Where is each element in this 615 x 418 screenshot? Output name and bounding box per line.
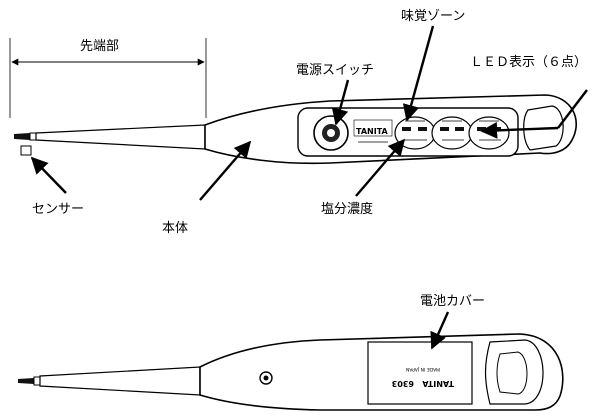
label-battery-cover: 電池カバー	[420, 294, 485, 309]
label-power-switch: 電源スイッチ	[296, 63, 374, 78]
arrow-led-display	[557, 89, 588, 129]
led-1	[402, 127, 411, 131]
bottom-screw-center	[263, 375, 269, 381]
probe-tip	[14, 133, 30, 140]
label-sensor: センサー	[32, 202, 84, 217]
battery-brand: TANITA	[421, 379, 454, 388]
panel-brand-strip	[353, 119, 393, 137]
led-2	[418, 127, 427, 131]
led-4	[455, 127, 464, 131]
power-switch-center	[327, 129, 335, 137]
pointer-arrows	[30, 25, 588, 201]
zone-oval-3	[468, 116, 510, 150]
panel-brand: TANITA	[356, 127, 389, 136]
battery-cover[interactable]	[367, 341, 473, 405]
battery-cover-print: TANITA 6303 MADE IN JAPAN	[392, 366, 454, 388]
device-bottom-view: TANITA 6303 MADE IN JAPAN	[18, 333, 564, 411]
zone-oval-2	[431, 116, 473, 150]
arrow-sensor	[30, 156, 67, 194]
arrow-led-display-2	[480, 122, 559, 139]
label-body: 本体	[162, 221, 188, 236]
arrow-body	[199, 140, 252, 201]
bottom-loop-hole	[496, 351, 528, 395]
led-3	[440, 127, 449, 131]
arrow-power-switch	[331, 79, 350, 126]
label-salt-concentration: 塩分濃度	[321, 201, 373, 217]
arrow-salt-concentration	[355, 138, 406, 197]
bottom-probe-tip	[18, 378, 34, 384]
bottom-probe-taper	[39, 366, 201, 396]
battery-model: 6303	[392, 379, 414, 388]
label-led-display: ＬＥＤ表示（６点）	[470, 55, 587, 70]
sensor-tip	[20, 145, 32, 156]
label-taste-zone: 味覚ゾーン	[401, 9, 465, 24]
label-tip: 先端部	[80, 39, 119, 54]
probe-shaft	[29, 132, 37, 141]
probe-taper	[35, 124, 206, 150]
bottom-probe-shaft	[33, 376, 41, 386]
arrow-taste-zone	[402, 25, 435, 122]
arrow-battery-cover	[430, 311, 450, 350]
battery-made-in: MADE IN JAPAN	[406, 366, 440, 372]
